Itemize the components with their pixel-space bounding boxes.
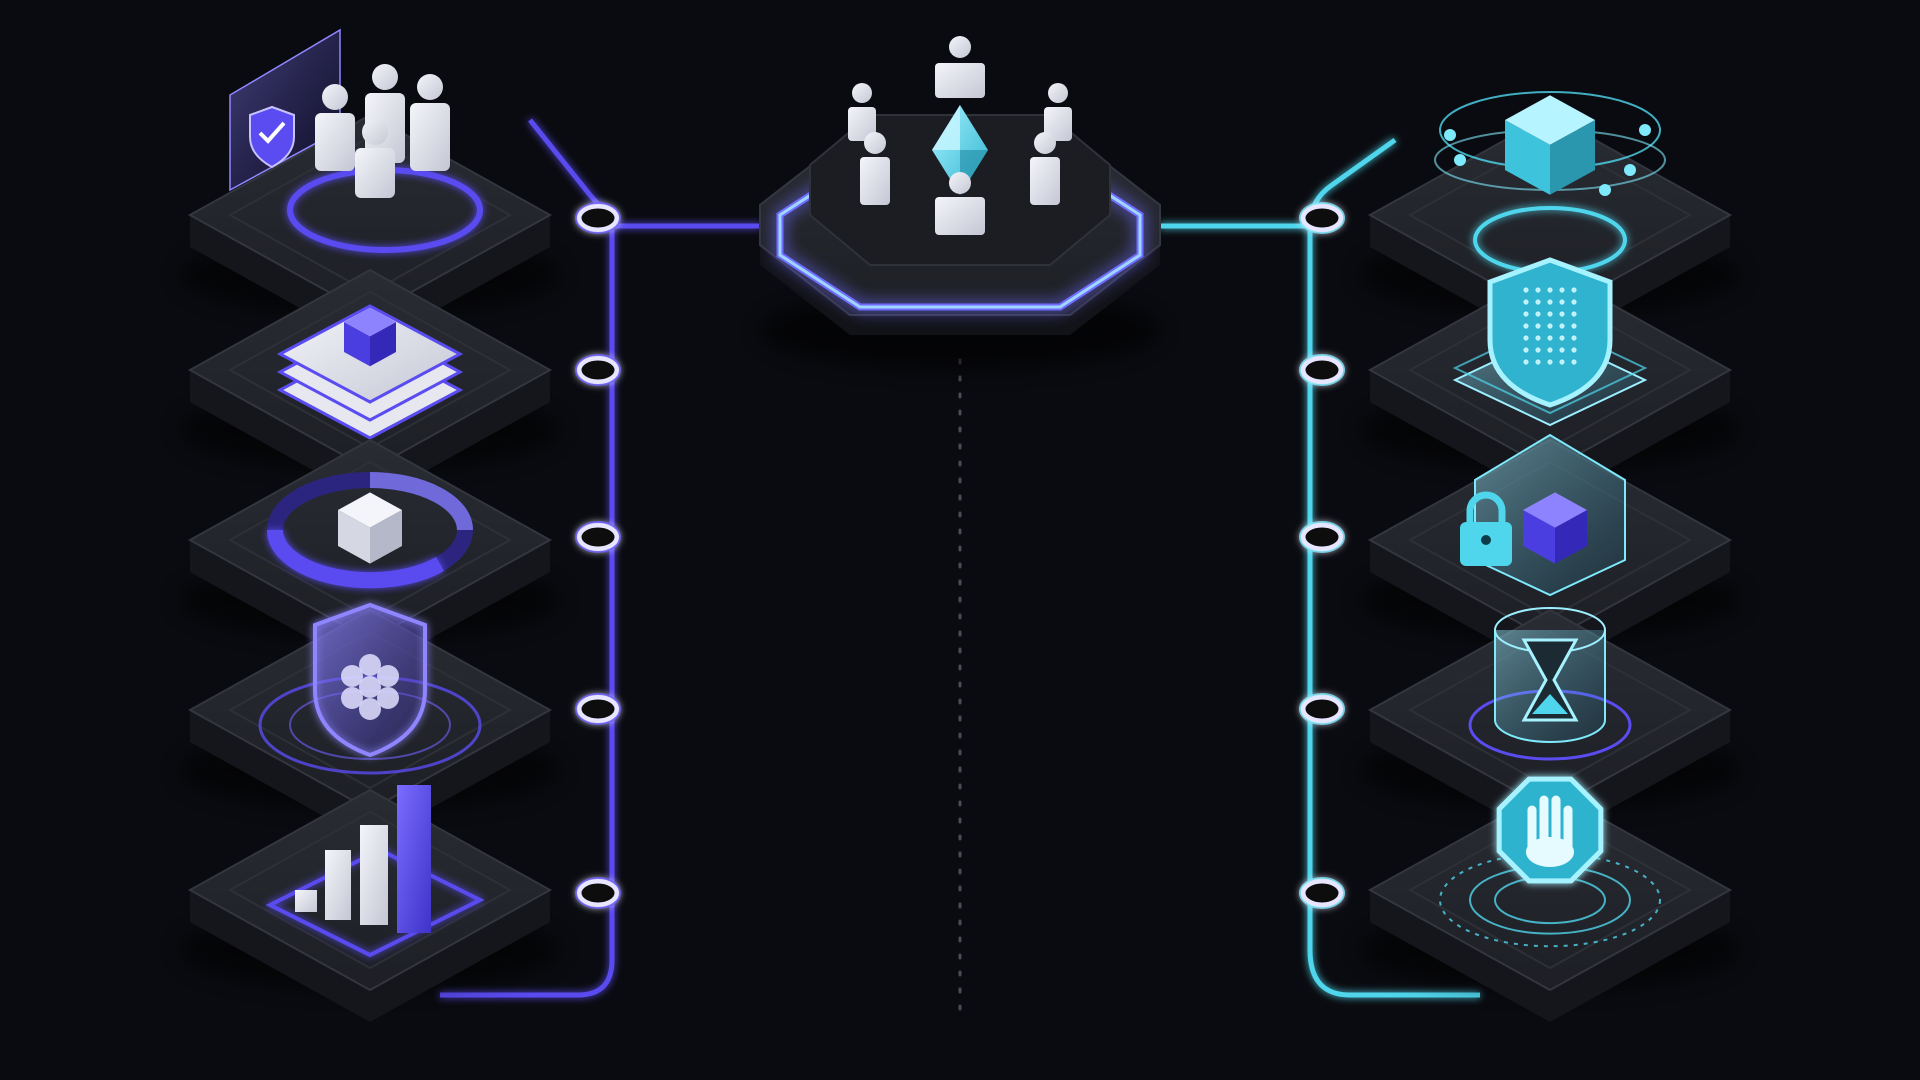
stop-hand-icon bbox=[1360, 776, 1740, 1022]
hourglass-capsule-icon bbox=[1360, 607, 1740, 842]
left-tiles bbox=[180, 28, 560, 1022]
right-rail bbox=[1160, 137, 1480, 998]
crystal-diamond-icon bbox=[932, 105, 988, 195]
bar-chart-icon bbox=[180, 785, 560, 1022]
rail-node-left-1 bbox=[576, 203, 620, 233]
hexagon-shield-icon bbox=[180, 602, 560, 842]
rail-node-left-3 bbox=[576, 522, 620, 552]
rail-nodes bbox=[575, 202, 1345, 909]
fingerprint-shield-icon bbox=[1360, 257, 1740, 502]
left-rail bbox=[440, 118, 760, 998]
rail-node-right-4 bbox=[1300, 694, 1344, 724]
rail-node-left-5 bbox=[576, 878, 620, 908]
rail-node-right-3 bbox=[1300, 522, 1344, 552]
right-tiles bbox=[1360, 91, 1740, 1022]
locked-cube-icon bbox=[1360, 433, 1740, 672]
rail-node-left-2 bbox=[576, 355, 620, 385]
layered-stack-icon bbox=[180, 268, 560, 502]
rail-node-right-1 bbox=[1300, 203, 1344, 233]
progress-ring-cube-icon bbox=[180, 438, 560, 672]
rail-node-right-2 bbox=[1300, 355, 1344, 385]
governance-council-icon bbox=[759, 36, 1161, 370]
rail-node-left-4 bbox=[576, 694, 620, 724]
rail-node-right-5 bbox=[1300, 878, 1344, 908]
